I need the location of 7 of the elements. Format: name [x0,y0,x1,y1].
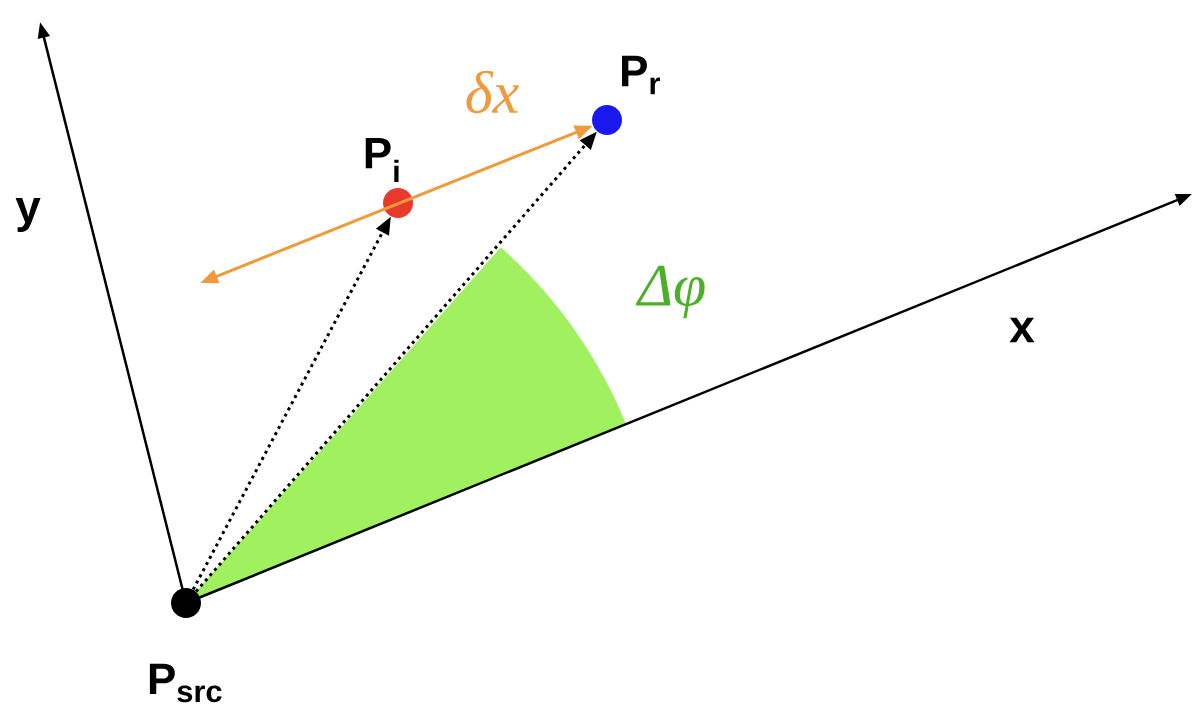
point-label: P$_{src}$ [149,663,222,703]
axis-label: x [1009,317,1035,343]
edge-label: δx [463,69,521,115]
angle-label: Δφ [635,265,705,319]
point-label: P$_{i}$ [365,138,399,182]
point-label: P$_{r}$ [622,55,660,95]
axis-label: y [15,198,41,232]
